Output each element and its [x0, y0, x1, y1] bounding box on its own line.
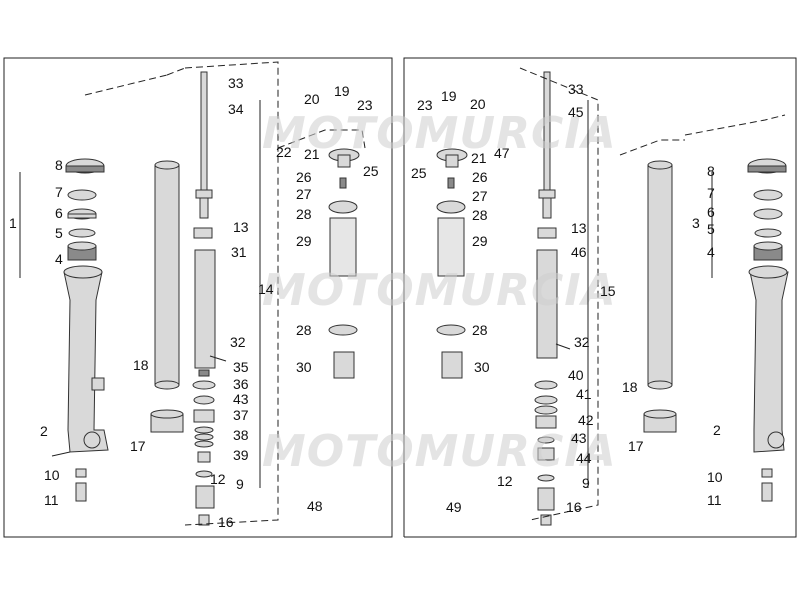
- part-number-13: 13: [571, 220, 587, 236]
- part-number-47: 47: [494, 145, 510, 161]
- part-number-17: 17: [130, 438, 146, 454]
- right-damper-rod-group: [519, 67, 599, 526]
- part-number-26: 26: [472, 169, 488, 185]
- part-number-28: 28: [472, 322, 488, 338]
- part-number-19: 19: [441, 88, 457, 104]
- part-number-26: 26: [296, 169, 312, 185]
- part-number-18: 18: [622, 379, 638, 395]
- part-number-21: 21: [304, 146, 320, 162]
- part-number-10: 10: [707, 469, 723, 485]
- part-number-30: 30: [474, 359, 490, 375]
- part-number-25: 25: [363, 163, 379, 179]
- part-number-23: 23: [357, 97, 373, 113]
- part-number-36: 36: [233, 376, 249, 392]
- part-number-33: 33: [568, 81, 584, 97]
- part-number-48: 48: [307, 498, 323, 514]
- part-number-33: 33: [228, 75, 244, 91]
- part-number-27: 27: [472, 188, 488, 204]
- part-number-29: 29: [296, 233, 312, 249]
- part-number-28: 28: [296, 206, 312, 222]
- part-number-45: 45: [568, 104, 584, 120]
- part-number-21: 21: [471, 150, 487, 166]
- part-number-31: 31: [231, 244, 247, 260]
- part-number-43: 43: [571, 430, 587, 446]
- part-number-35: 35: [233, 359, 249, 375]
- right-fork-inner-tube-group: [619, 114, 786, 433]
- part-number-22: 22: [276, 144, 292, 160]
- part-number-13: 13: [233, 219, 249, 235]
- part-number-42: 42: [578, 412, 594, 428]
- part-number-5: 5: [707, 221, 715, 237]
- part-number-12: 12: [497, 473, 513, 489]
- part-number-46: 46: [571, 244, 587, 260]
- part-number-3: 3: [692, 215, 700, 231]
- part-number-43: 43: [233, 391, 249, 407]
- part-number-8: 8: [707, 163, 715, 179]
- part-number-8: 8: [55, 157, 63, 173]
- part-number-16: 16: [218, 514, 234, 530]
- part-number-17: 17: [628, 438, 644, 454]
- right-fork-outer-tube-group: [747, 158, 789, 502]
- part-number-16: 16: [566, 499, 582, 515]
- part-number-44: 44: [576, 450, 592, 466]
- part-number-27: 27: [296, 186, 312, 202]
- watermark-group: MOTOMURCIA MOTOMURCIA MOTOMURCIA: [262, 108, 617, 477]
- part-number-18: 18: [133, 357, 149, 373]
- part-callouts: 8765412101117183334133114323536433738391…: [9, 75, 723, 530]
- left-frame: [3, 57, 393, 538]
- part-number-4: 4: [55, 251, 63, 267]
- part-number-6: 6: [707, 204, 715, 220]
- part-number-32: 32: [574, 334, 590, 350]
- part-number-28: 28: [472, 207, 488, 223]
- left-spring-group: [277, 129, 366, 379]
- part-number-29: 29: [472, 233, 488, 249]
- part-number-34: 34: [228, 101, 244, 117]
- part-number-14: 14: [258, 281, 274, 297]
- part-number-1: 1: [9, 215, 17, 231]
- watermark-text: MOTOMURCIA: [262, 426, 617, 477]
- part-number-23: 23: [417, 97, 433, 113]
- part-number-2: 2: [40, 423, 48, 439]
- part-number-7: 7: [707, 185, 715, 201]
- left-fork-outer-tube-group: [51, 158, 109, 502]
- part-number-20: 20: [470, 96, 486, 112]
- part-number-41: 41: [576, 386, 592, 402]
- part-number-38: 38: [233, 427, 249, 443]
- part-number-37: 37: [233, 407, 249, 423]
- watermark-text: MOTOMURCIA: [262, 108, 617, 159]
- part-number-49: 49: [446, 499, 462, 515]
- part-number-19: 19: [334, 83, 350, 99]
- right-spring-group: [436, 148, 468, 379]
- part-number-20: 20: [304, 91, 320, 107]
- part-number-32: 32: [230, 334, 246, 350]
- part-number-5: 5: [55, 225, 63, 241]
- part-number-9: 9: [582, 475, 590, 491]
- watermark-text: MOTOMURCIA: [262, 265, 617, 316]
- right-frame: [403, 57, 797, 538]
- part-number-10: 10: [44, 467, 60, 483]
- part-number-25: 25: [411, 165, 427, 181]
- part-number-2: 2: [713, 422, 721, 438]
- part-number-9: 9: [236, 476, 244, 492]
- part-number-28: 28: [296, 322, 312, 338]
- part-number-6: 6: [55, 205, 63, 221]
- left-fork-inner-tube-group: [84, 67, 186, 433]
- part-number-11: 11: [707, 492, 722, 508]
- part-number-40: 40: [568, 367, 584, 383]
- part-number-30: 30: [296, 359, 312, 375]
- left-damper-rod-group: [184, 61, 279, 526]
- part-number-4: 4: [707, 244, 715, 260]
- part-number-11: 11: [44, 492, 59, 508]
- part-number-39: 39: [233, 447, 249, 463]
- part-number-12: 12: [210, 471, 226, 487]
- part-number-7: 7: [55, 184, 63, 200]
- part-number-15: 15: [600, 283, 616, 299]
